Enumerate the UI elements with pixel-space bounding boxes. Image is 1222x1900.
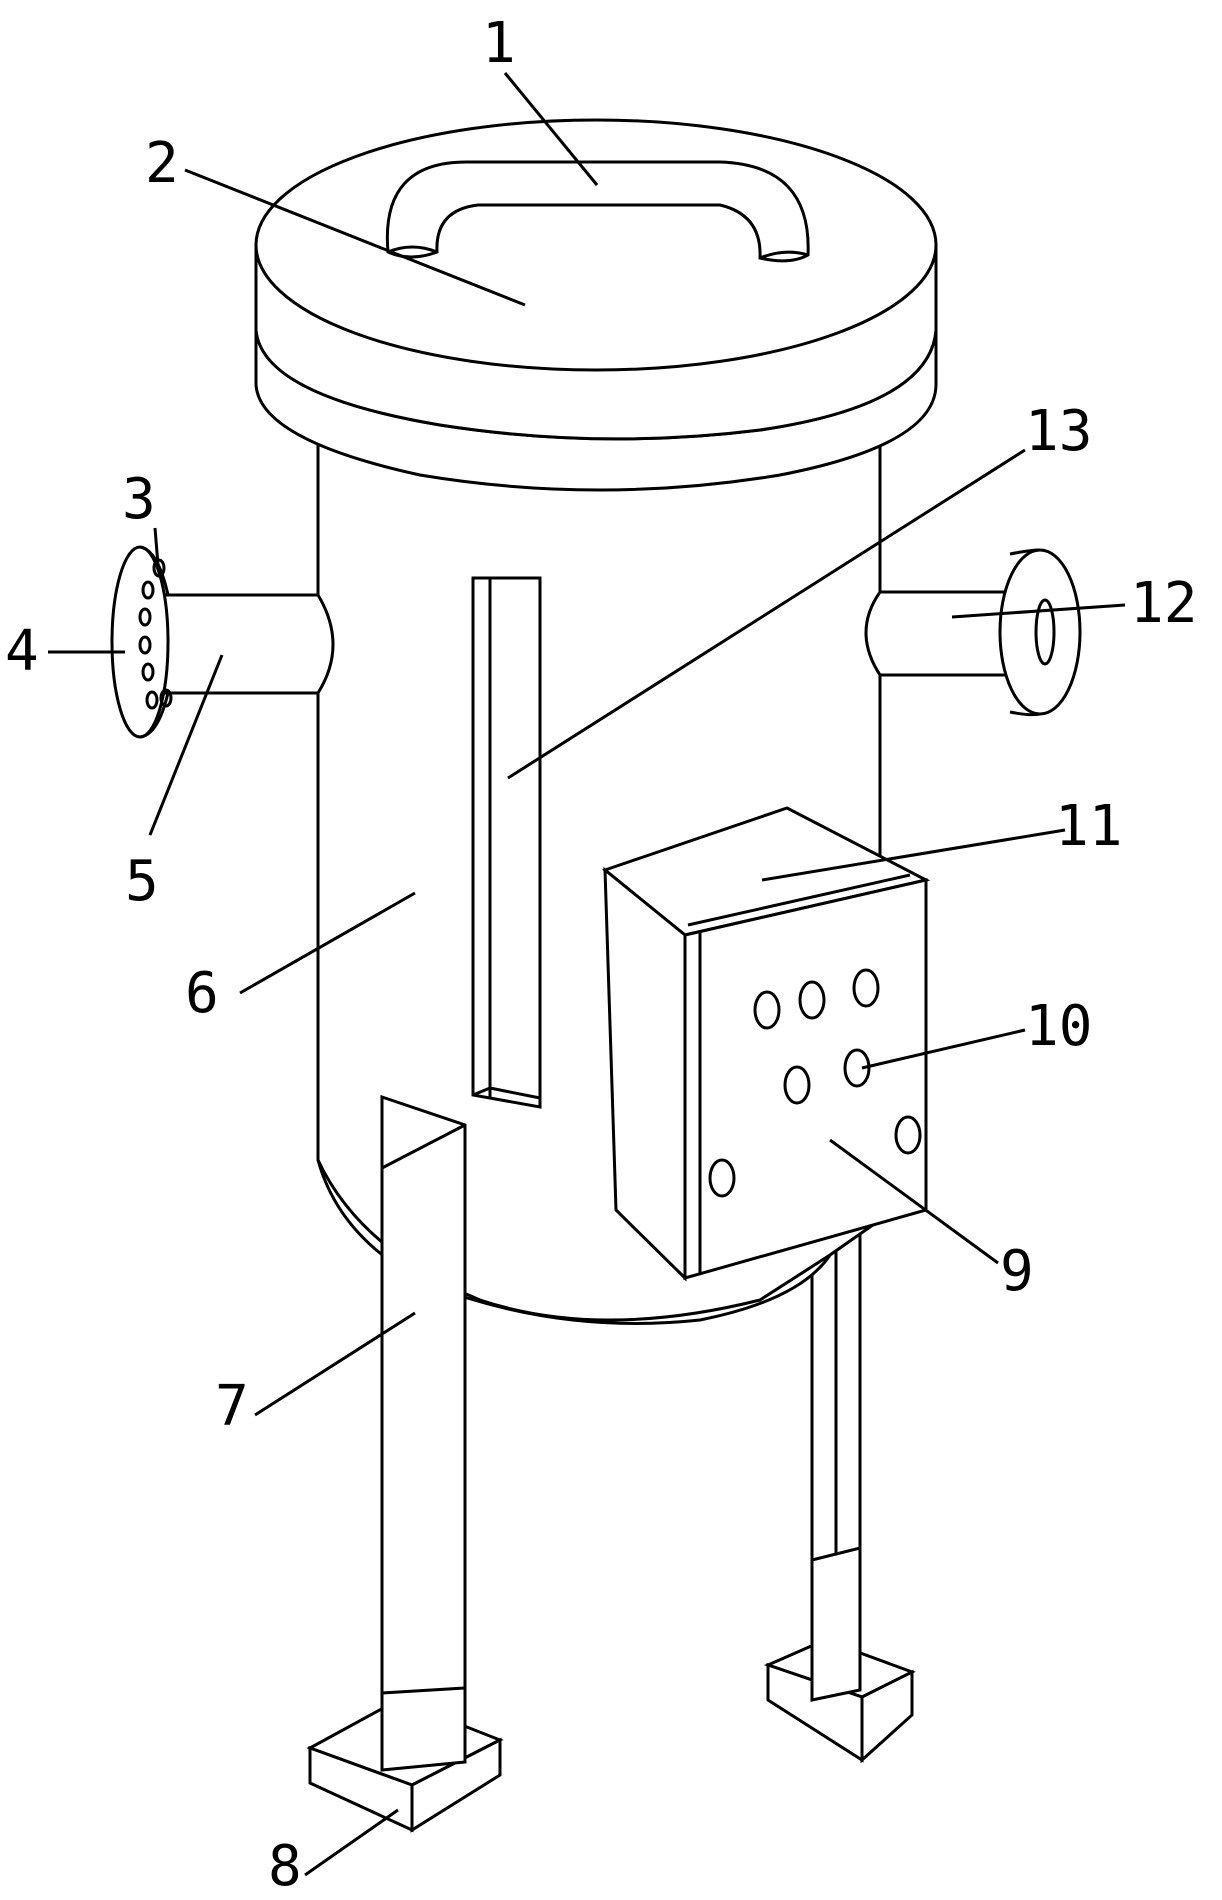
label-12: 12 (1130, 571, 1197, 636)
control-box (601, 806, 931, 1282)
control-buttons (708, 968, 922, 1198)
flange-bolt-holes (138, 558, 173, 710)
lid-handle (385, 160, 810, 263)
label-2: 2 (145, 131, 179, 196)
reference-labels: 1 2 3 4 5 6 7 8 9 10 11 12 13 (5, 11, 1197, 1899)
label-13: 13 (1025, 399, 1092, 464)
inlet-pipe (110, 545, 335, 739)
front-leg (380, 1094, 467, 1772)
leader-lines (48, 72, 1126, 1877)
label-11: 11 (1055, 794, 1122, 859)
label-8: 8 (268, 1834, 302, 1895)
label-6: 6 (185, 961, 219, 1026)
label-10: 10 (1025, 994, 1092, 1059)
label-9: 9 (1000, 1239, 1034, 1304)
label-1: 1 (482, 11, 516, 76)
foot-pad-left (306, 1686, 504, 1833)
outlet-pipe (864, 548, 1082, 717)
label-3: 3 (122, 467, 156, 532)
label-5: 5 (125, 849, 159, 914)
label-7: 7 (215, 1374, 249, 1439)
sight-glass (471, 576, 542, 1109)
label-4: 4 (5, 619, 39, 684)
foot-pad-right (763, 1546, 916, 1764)
